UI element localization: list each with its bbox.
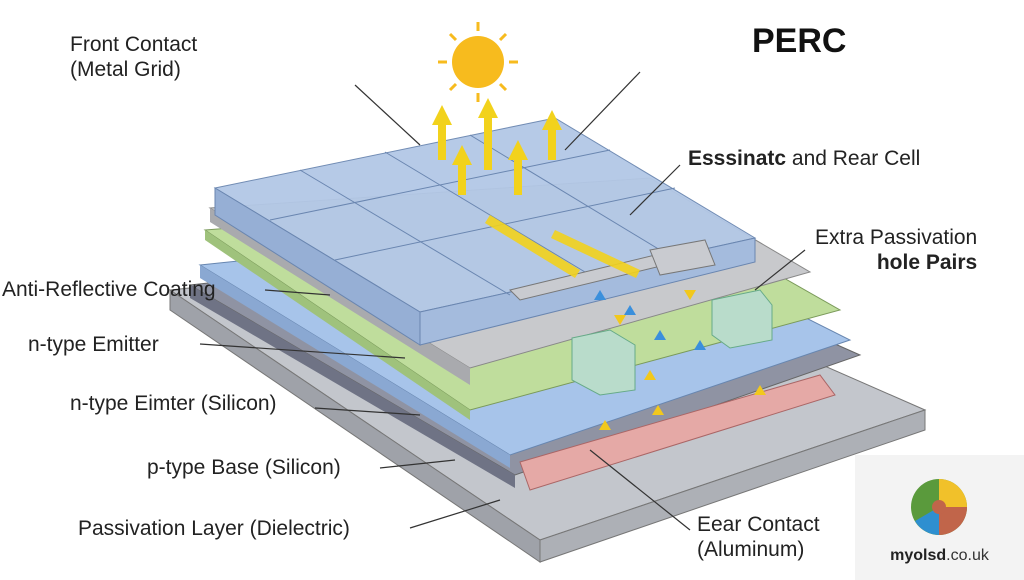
label-extra-passivation-line1: Extra Passivation	[815, 226, 978, 249]
rear-contact-layer	[519, 374, 836, 491]
watermark-logo: myolsd.co.uk	[855, 455, 1024, 580]
label-anti-reflective: Anti-Reflective Coating	[2, 278, 216, 301]
label-front-contact-line1: Front Contact	[70, 33, 198, 56]
label-extra-passivation-line2: hole Pairs	[876, 251, 978, 275]
label-essinatc-bold: Esssinatc	[688, 147, 787, 170]
light-arrows	[432, 98, 640, 278]
logo-text: myolsd.co.uk	[855, 547, 1024, 565]
logo-suffix: .co.uk	[946, 547, 989, 564]
label-front-contact: Front Contact (Metal Grid)	[70, 32, 197, 82]
label-essinatc-rest: and Rear Cell	[786, 147, 921, 170]
diagram-title: PERC	[752, 22, 847, 60]
label-p-type-base: p-type Base (Silicon)	[147, 456, 341, 479]
charge-carrier-arrows	[594, 290, 766, 430]
label-n-type-eimter: n-type Eimter (Silicon)	[70, 392, 277, 415]
label-extra-passivation: Extra Passivation hole Pairs	[815, 225, 977, 275]
label-rear-contact-line1: Eear Contact	[697, 513, 820, 536]
label-essinatc: Esssinatc and Rear Cell	[688, 146, 920, 171]
label-rear-contact: Eear Contact (Aluminum)	[697, 512, 820, 562]
logo-emblem-icon	[911, 479, 967, 535]
sun-icon	[438, 22, 518, 102]
label-front-contact-line2: (Metal Grid)	[70, 58, 181, 82]
leader-lines	[199, 71, 806, 531]
label-n-type-emitter: n-type Emitter	[28, 333, 159, 356]
logo-brand: myolsd	[890, 547, 947, 564]
label-rear-contact-line2: (Aluminum)	[697, 538, 805, 562]
label-passivation-layer: Passivation Layer (Dielectric)	[78, 517, 350, 540]
